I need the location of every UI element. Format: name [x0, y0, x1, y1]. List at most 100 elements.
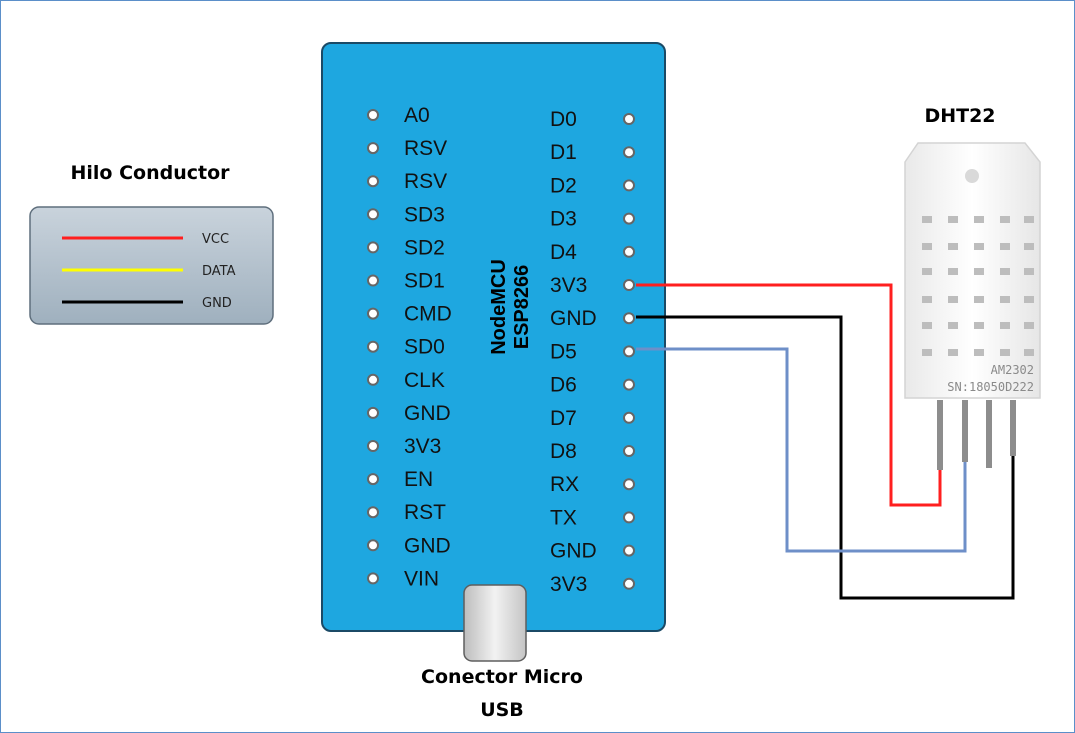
- left-pin-hole: [367, 373, 379, 386]
- right-pin-hole: [623, 411, 635, 424]
- right-pin-hole: [623, 113, 635, 125]
- left-pin-hole: [367, 274, 379, 287]
- usb-label-line2: USB: [480, 699, 524, 721]
- right-pin-hole: [623, 212, 635, 225]
- left-pin-hole: [367, 406, 379, 419]
- right-pin-label-d1: D1: [550, 141, 577, 164]
- left-pin-label-sd1: SD1: [404, 270, 445, 293]
- sensor-body: [904, 142, 1041, 399]
- sensor-vent: [922, 268, 932, 275]
- sensor-vent: [1000, 322, 1010, 329]
- right-pin-label-d5: D5: [550, 340, 577, 363]
- left-pin-label-rsv: RSV: [404, 137, 447, 160]
- left-pin-hole: [367, 340, 379, 353]
- nodemcu-board: A0RSVRSVSD3SD2SD1CMDSD0CLKGND3V3ENRSTGND…: [321, 42, 666, 662]
- right-pin-label-3v3: 3V3: [550, 274, 587, 297]
- right-pin-hole: [623, 577, 635, 590]
- sensor-vent: [948, 216, 958, 223]
- sensor-vents: [922, 216, 1034, 356]
- wire-gnd: [636, 315, 1015, 600]
- sensor-title: DHT22: [924, 105, 995, 127]
- dht22-sensor: DHT22 AM2302 SN:18050D222: [904, 105, 1041, 470]
- right-pin-label-d0: D0: [550, 108, 577, 131]
- left-pin-label-rst: RST: [404, 501, 446, 524]
- right-pin-label-d7: D7: [550, 407, 577, 430]
- sensor-vent: [1024, 243, 1034, 250]
- left-pin-label-sd0: SD0: [404, 336, 445, 359]
- sensor-serial: SN:18050D222: [947, 380, 1034, 394]
- sensor-vent: [974, 322, 984, 329]
- left-pin-hole: [367, 241, 379, 254]
- right-pin-hole: [623, 312, 635, 325]
- left-pin-hole: [367, 142, 379, 155]
- left-pin-label-gnd: GND: [404, 402, 451, 425]
- right-pin-hole: [623, 279, 635, 291]
- sensor-vent: [922, 349, 932, 356]
- right-pin-label-3v3: 3V3: [550, 573, 587, 596]
- right-pin-hole: [623, 445, 635, 457]
- left-pin-hole: [367, 208, 379, 221]
- legend-gnd-label: GND: [202, 296, 232, 311]
- right-pin-label-d3: D3: [550, 208, 577, 231]
- wire-legend: Hilo Conductor VCC DATA GND: [29, 162, 274, 325]
- legend-box: [29, 206, 274, 325]
- left-pin-label-en: EN: [404, 468, 433, 491]
- sensor-leg-gnd: [1010, 400, 1016, 456]
- sensor-vent: [948, 296, 958, 303]
- right-pin-hole: [623, 179, 635, 192]
- sensor-vent: [1024, 322, 1034, 329]
- legend-data-label: DATA: [202, 264, 236, 279]
- legend-vcc-label: VCC: [202, 232, 229, 247]
- right-pin-hole: [623, 511, 635, 524]
- sensor-leg-data: [962, 400, 968, 462]
- left-pin-label-3v3: 3V3: [404, 435, 441, 458]
- sensor-vent: [948, 268, 958, 275]
- right-pin-hole: [623, 478, 635, 491]
- wire-data: [636, 347, 967, 553]
- left-pin-header: A0RSVRSVSD3SD2SD1CMDSD0CLKGND3V3ENRSTGND…: [367, 104, 452, 590]
- board-name-nodemcu: NodeMCU: [488, 259, 510, 355]
- right-pin-label-tx: TX: [550, 506, 577, 529]
- right-pin-hole: [623, 146, 635, 159]
- left-pin-hole: [367, 109, 379, 121]
- left-pin-label-a0: A0: [404, 104, 430, 127]
- sensor-vent: [1000, 349, 1010, 356]
- sensor-vent: [948, 349, 958, 356]
- wiring: [636, 283, 1015, 600]
- left-pin-hole: [367, 175, 379, 188]
- sensor-vent: [974, 268, 984, 275]
- right-pin-label-rx: RX: [550, 473, 579, 496]
- left-pin-hole: [367, 473, 379, 486]
- usb-label-line1: Conector Micro: [421, 666, 583, 688]
- right-pin-hole: [623, 378, 635, 391]
- sensor-leg-vcc: [937, 400, 943, 470]
- right-pin-label-d8: D8: [550, 440, 577, 463]
- left-pin-label-sd2: SD2: [404, 236, 445, 259]
- left-pin-hole: [367, 506, 379, 519]
- wire-vcc: [636, 283, 942, 507]
- left-pin-hole: [367, 440, 379, 452]
- left-pin-label-clk: CLK: [404, 369, 445, 392]
- right-pin-label-gnd: GND: [550, 307, 597, 330]
- sensor-vent: [922, 322, 932, 329]
- left-pin-label-rsv: RSV: [404, 170, 447, 193]
- legend-title: Hilo Conductor: [70, 162, 230, 184]
- sensor-vent: [974, 216, 984, 223]
- sensor-vent: [1000, 296, 1010, 303]
- left-pin-hole: [367, 539, 379, 552]
- sensor-vent: [1024, 268, 1034, 275]
- sensor-vent: [922, 243, 932, 250]
- sensor-vent: [1024, 349, 1034, 356]
- right-pin-hole: [623, 544, 635, 557]
- sensor-vent: [1000, 268, 1010, 275]
- sensor-vent: [974, 296, 984, 303]
- sensor-vent: [974, 243, 984, 250]
- sensor-vent: [1000, 243, 1010, 250]
- right-pin-label-d2: D2: [550, 174, 577, 197]
- right-pin-label-d4: D4: [550, 241, 577, 264]
- sensor-leg-nc: [986, 400, 992, 468]
- sensor-vent: [922, 216, 932, 223]
